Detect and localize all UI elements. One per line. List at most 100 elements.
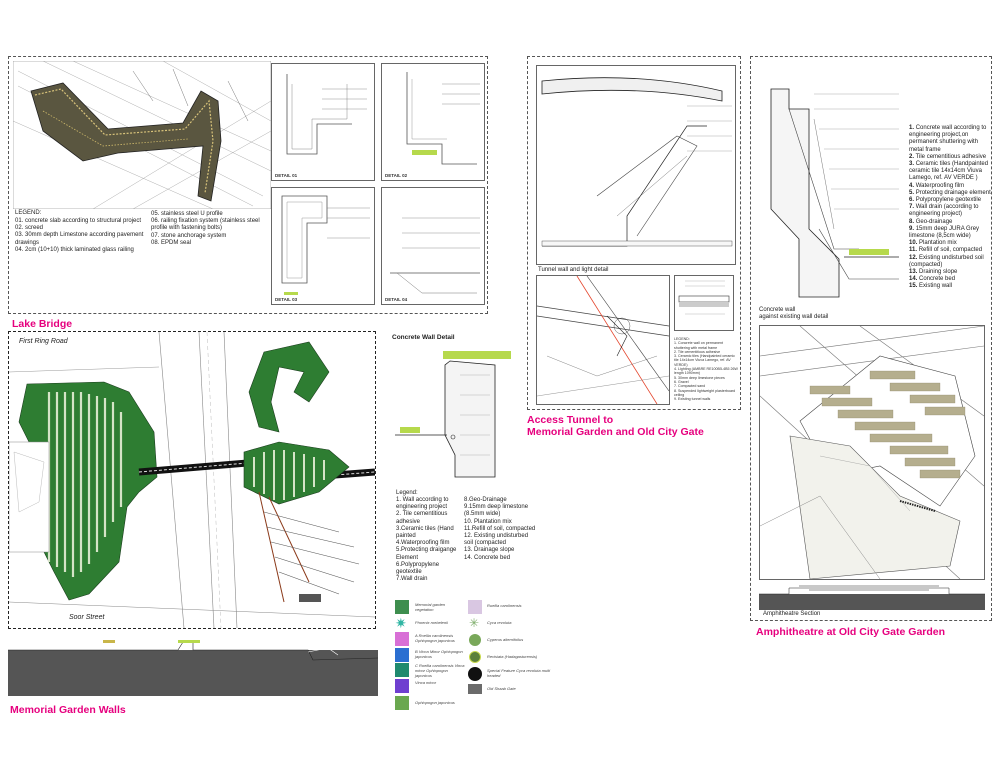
concrete-wall-detail-title: Concrete Wall Detail xyxy=(392,334,455,341)
lake-bridge-plan xyxy=(13,61,271,209)
swatch-label: Phoenix roebelenii xyxy=(415,620,448,625)
amphitheatre-panel: Concrete wall against existing wall deta… xyxy=(750,56,992,621)
legend-num: 7. xyxy=(909,204,915,211)
legend-item: 03. 30mm depth Limestone according pavem… xyxy=(15,232,144,246)
legend-text: Existing undisturbed soil (compacted) xyxy=(909,254,984,268)
palm-icon: ✷ xyxy=(395,615,407,631)
detail-01-label: DETAIL 01 xyxy=(275,172,298,178)
legend-num: 1. xyxy=(909,125,915,131)
legend-item: 13. Draining slope xyxy=(909,269,991,276)
legend-item: 3. Ceramic tiles (Handpainted ceramic ti… xyxy=(674,354,735,367)
swatch-memorial-vegetation xyxy=(395,600,409,614)
legend-item: 2. Tile cementitious adhesive xyxy=(909,154,991,161)
legend-item: 02. screed xyxy=(15,225,44,232)
legend-item: 06. railing fixation system (stainless s… xyxy=(151,218,260,232)
concrete-wall-legend-title: Legend: xyxy=(396,490,418,496)
legend-item: 4. Waterproofing film xyxy=(909,183,991,190)
swatch-label: Vinca minor xyxy=(415,680,437,685)
swatch-vinca-minor xyxy=(395,679,409,693)
amphitheatre-legend: 1. Concrete wall according to engineerin… xyxy=(909,125,991,291)
revisiata-icon xyxy=(469,651,481,663)
cyca-icon: ✳ xyxy=(469,616,480,630)
detail-02-label: DETAIL 02 xyxy=(385,172,408,178)
legend-item: 6. Gravel xyxy=(674,379,689,384)
legend-num: 10. xyxy=(909,240,918,247)
amphitheatre-wall-detail xyxy=(759,79,901,311)
memorial-section xyxy=(8,640,378,698)
lake-bridge-panel: DETAIL 01 DETAIL 02 DETAIL 03 DETAIL 04 … xyxy=(8,56,488,314)
legend-text: Refill of soil, compacted xyxy=(918,247,983,254)
legend-item: 1. Concrete wall according to engineerin… xyxy=(909,125,991,154)
legend-item: 3.Ceramic tiles (Hand painted xyxy=(396,525,454,540)
legend-item: 12. Existing undisturbed soil (compacted… xyxy=(909,255,991,269)
legend-item: 10. Plantation mix xyxy=(464,518,512,525)
swatch-b xyxy=(395,648,409,662)
access-tunnel-title-line1: Access Tunnel to xyxy=(527,414,614,426)
legend-item: 8.Geo-Drainage xyxy=(464,497,507,503)
amphitheatre-section-caption: Amphitheatre Section xyxy=(763,611,821,617)
legend-text: Concrete wall according to engineering p… xyxy=(909,125,987,153)
legend-num: 3. xyxy=(909,161,915,168)
detail-02: DETAIL 02 xyxy=(381,63,485,181)
lake-bridge-legend-left: 01. concrete slab according to structura… xyxy=(15,218,145,254)
lake-bridge-legend: LEGEND: xyxy=(15,210,265,217)
planting-legend: Memorial garden vegetation ✷ Phoenix roe… xyxy=(395,596,555,716)
tunnel-wall-drawing xyxy=(536,65,736,265)
concrete-wall-detail-drawing xyxy=(395,345,515,485)
legend-item: 4.Waterproofing film xyxy=(396,540,450,547)
amphitheatre-plan xyxy=(759,325,985,580)
swatch-label: B Vinca Minor Ophiopogon japonicus xyxy=(415,649,463,659)
legend-item: 07. stone anchorage system xyxy=(151,232,227,239)
legend-item: 14. Concrete bed xyxy=(909,276,991,283)
legend-item: 9.15mm deep limestone (8.5mm wide) xyxy=(464,504,529,518)
legend-item: 2. Tile cementitious adhesive xyxy=(674,349,721,354)
legend-text: Waterproofing film xyxy=(915,182,965,189)
legend-item: 13. Drainage slope xyxy=(464,547,515,554)
swatch-label: Special Feature Cyca revoluta multi head… xyxy=(487,668,551,678)
legend-item: 5.Protecting draigange Element xyxy=(396,547,457,561)
legend-item: 15. Existing wall xyxy=(909,283,991,290)
legend-item: 5. Protecting drainage element xyxy=(909,190,991,197)
legend-num: 8. xyxy=(909,218,915,225)
tunnel-legend-title: LEGEND: xyxy=(674,337,690,341)
tunnel-caption: Tunnel wall and light detail xyxy=(538,267,609,273)
legend-text: Plantation mix xyxy=(919,240,957,247)
legend-item: 3. Ceramic tiles (Handpainted ceramic ti… xyxy=(909,161,991,183)
access-tunnel-panel: Tunnel wall and light detail LEGEND: 1. … xyxy=(527,56,741,410)
legend-item: 10. Plantation mix xyxy=(909,240,991,247)
tunnel-legend: LEGEND: 1. Concrete wall on permanent sh… xyxy=(674,337,738,401)
legend-text: Protecting drainage element xyxy=(915,189,991,196)
swatch-label: Ruellia carolinensis xyxy=(487,603,522,608)
cyperus-icon xyxy=(469,634,481,646)
legend-item: 9. 15mm deep JURA Grey limestone (8,5cm … xyxy=(909,226,991,240)
legend-item: 7.Wall drain xyxy=(396,576,428,583)
swatch-a xyxy=(395,632,409,646)
amphitheatre-caption-line2: against existing wall detail xyxy=(759,314,829,321)
legend-item: 4. Lighting (AMBRE RE100B5-4B5 26W lengt… xyxy=(674,367,738,376)
legend-num: 9. xyxy=(909,225,915,232)
detail-01: DETAIL 01 xyxy=(271,63,375,181)
legend-text: Wall drain (according to engineering pro… xyxy=(909,204,979,218)
amphitheatre-title: Amphitheatre at Old City Gate Garden xyxy=(756,626,946,638)
legend-item: 7. Compacted sand xyxy=(674,384,706,389)
amphitheatre-section xyxy=(759,584,985,610)
swatch-label: Old Shaab Gate xyxy=(487,686,516,691)
access-tunnel-title: Access Tunnel to Memorial Garden and Old… xyxy=(527,414,704,438)
legend-item: 6. Polypropylene geotextile xyxy=(909,197,991,204)
lake-bridge-legend-title: LEGEND: xyxy=(15,210,42,216)
memorial-garden-plan: First Ring Road Soor Street xyxy=(8,331,376,629)
swatch-label: Cyperus alternifolius xyxy=(487,637,524,642)
legend-item: 04. 2cm (10+10) thick laminated glass ra… xyxy=(15,246,134,253)
swatch-old-shaab-gate xyxy=(468,684,482,694)
legend-num: 14. xyxy=(909,276,918,283)
legend-item: 5. 30mm deep limestone pieces xyxy=(674,375,725,380)
legend-num: 2. xyxy=(909,153,915,160)
legend-item: 11. Refill of soil, compacted xyxy=(909,247,991,254)
swatch-label: Cyca revoluta xyxy=(487,620,512,625)
legend-item: 2. Tile cementitious adhesive xyxy=(396,511,448,525)
legend-text: Tile cementitious adhesive xyxy=(915,153,987,160)
legend-num: 13. xyxy=(909,269,918,276)
swatch-label: C Roellia carolinensis Vinca minor Ophio… xyxy=(415,663,465,678)
legend-text: Polypropylene geotextile xyxy=(915,197,982,204)
legend-text: Geo-drainage xyxy=(915,218,953,225)
